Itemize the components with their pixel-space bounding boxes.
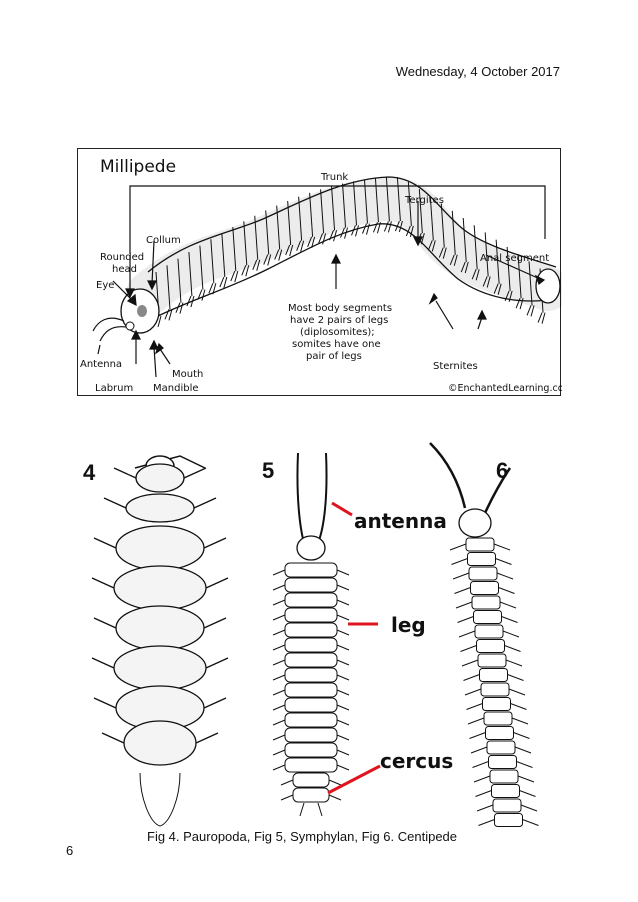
label-trunk: Trunk — [320, 172, 348, 183]
label-rounded-head-2: head — [112, 264, 137, 275]
figure-caption: Fig 4. Pauropoda, Fig 5, Symphylan, Fig … — [147, 829, 458, 844]
figure-number-6: 6 — [496, 458, 508, 483]
label-body-note-3: (diplosomites); — [300, 327, 375, 338]
label-credit: ©EnchantedLearning.com — [448, 383, 562, 394]
figure-number-4: 4 — [83, 460, 96, 485]
arthropod-figures: 4 5 6 antenna leg cercus — [80, 438, 560, 828]
label-mandible: Mandible — [153, 383, 199, 394]
label-rounded-head-1: Rounded — [100, 252, 144, 263]
pauropod-drawing — [91, 455, 229, 827]
label-mouth: Mouth — [172, 369, 203, 380]
label-cercus-fig5: cercus — [380, 749, 453, 773]
label-antenna: Antenna — [80, 359, 122, 370]
label-sternites: Sternites — [433, 361, 478, 372]
millipede-diagram: Millipede Trunk Tergites Collum Rounded … — [77, 148, 562, 396]
label-eye: Eye — [96, 280, 114, 291]
label-leg-fig5: leg — [391, 613, 426, 637]
page-date: Wednesday, 4 October 2017 — [395, 64, 560, 79]
millipede-illustration: Millipede Trunk Tergites Collum Rounded … — [80, 157, 562, 394]
label-body-note-2: have 2 pairs of legs — [290, 315, 388, 326]
centipede-drawing — [429, 442, 539, 827]
label-body-note-4: somites have one — [292, 339, 381, 350]
label-body-note-5: pair of legs — [306, 351, 362, 362]
label-anal-segment: Anal segment — [480, 253, 549, 264]
label-collum: Collum — [146, 235, 181, 246]
figure-number-5: 5 — [262, 458, 274, 483]
millipede-title: Millipede — [100, 157, 176, 177]
symphylan-drawing — [272, 452, 350, 817]
label-body-note-1: Most body segments — [288, 303, 392, 314]
page-number: 6 — [66, 843, 74, 858]
label-tergites: Tergites — [404, 195, 444, 206]
label-labrum: Labrum — [95, 383, 133, 394]
arthropod-illustration: 4 5 6 antenna leg cercus — [83, 442, 539, 827]
label-antenna-fig5: antenna — [354, 509, 447, 533]
